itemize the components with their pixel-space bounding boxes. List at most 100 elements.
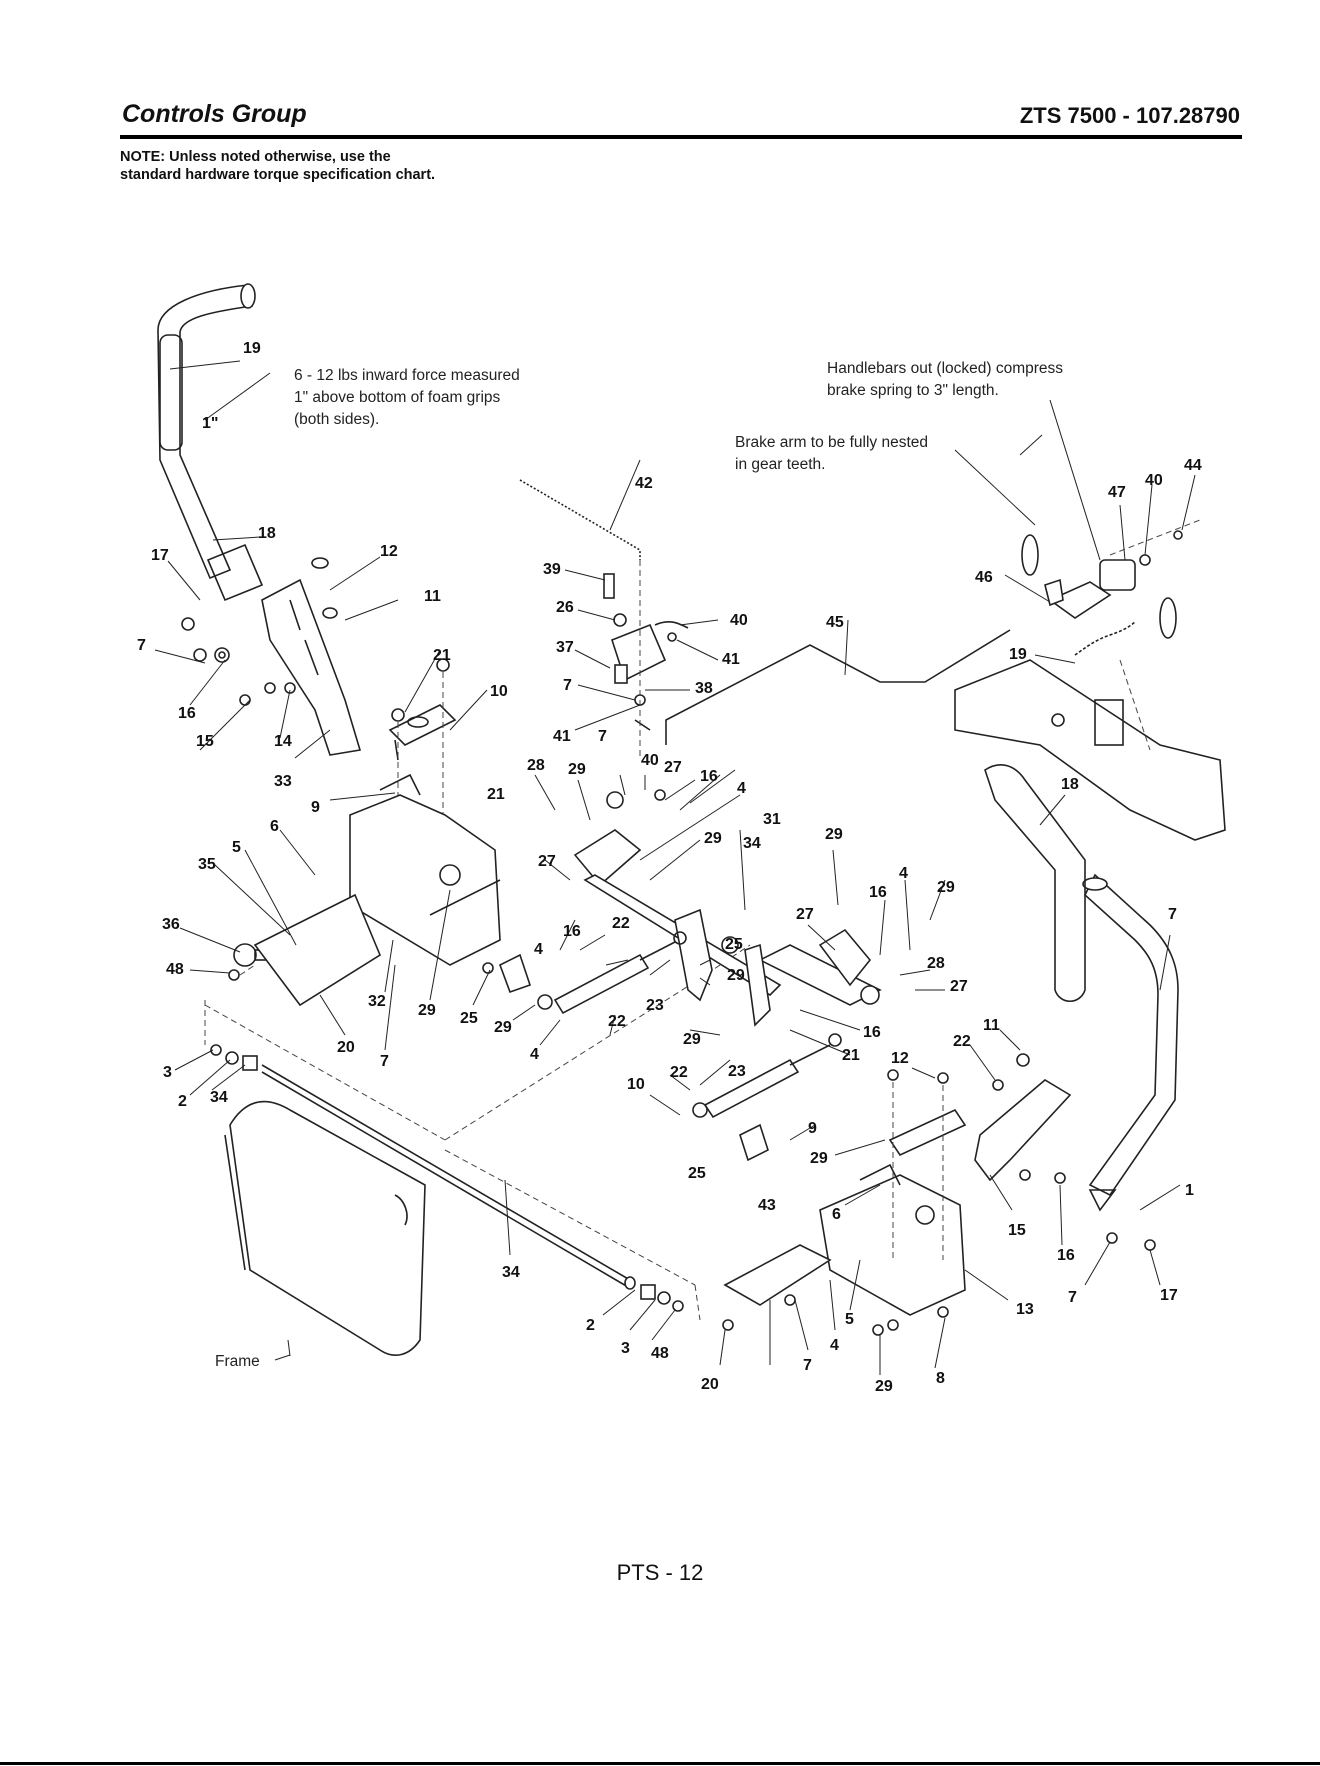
- callout-label: 17: [1160, 1287, 1178, 1304]
- callout-label: 4: [737, 780, 746, 797]
- left-cover-plate: [253, 893, 381, 1007]
- callout-label: 1: [1185, 1182, 1194, 1199]
- callout-label: 36: [162, 916, 180, 933]
- callout-label: 22: [612, 915, 630, 932]
- lower-right-mount-plate: [887, 1069, 967, 1260]
- left-handlebar: [157, 283, 264, 602]
- handlebar-note-line1: Handlebars out (locked) compress: [827, 360, 1063, 377]
- callout-label: 31: [763, 811, 781, 828]
- callout-label: 7: [598, 728, 607, 745]
- callout-label: 25: [460, 1010, 478, 1027]
- left-rod-hardware: [210, 1044, 258, 1071]
- center-upper-hardware: [603, 560, 689, 760]
- callout-label: 23: [728, 1063, 746, 1080]
- callout-label: 26: [556, 599, 574, 616]
- force-note-line2: 1" above bottom of foam grips: [294, 389, 501, 406]
- callout-label: 40: [1145, 472, 1163, 489]
- callout-label: 15: [196, 733, 214, 750]
- callout-label: 5: [232, 839, 241, 856]
- callout-label: 28: [527, 757, 545, 774]
- callout-label: 15: [1008, 1222, 1026, 1239]
- brake-note-line2: in gear teeth.: [735, 456, 825, 473]
- callout-label: 22: [670, 1064, 688, 1081]
- handlebar-note-line2: brake spring to 3" length.: [827, 382, 999, 399]
- callout-label: 16: [869, 884, 887, 901]
- callout-label: 29: [494, 1019, 512, 1036]
- callout-label: 29: [704, 830, 722, 847]
- callout-label: 12: [891, 1050, 909, 1067]
- right-rod-hardware: [640, 1284, 684, 1312]
- callout-label: 7: [1168, 906, 1177, 923]
- callout-leaders: [154, 360, 1196, 1375]
- callout-label: 7: [137, 637, 146, 654]
- callout-label: 27: [664, 759, 682, 776]
- brake-spring-assembly: [1021, 519, 1201, 751]
- callout-label: 35: [198, 856, 216, 873]
- upper-left-mount-plate: [388, 658, 457, 860]
- assembly-notes: 6 - 12 lbs inward force measured 1" abov…: [202, 360, 1063, 1370]
- callout-label: 16: [563, 923, 581, 940]
- brake-cable: [519, 479, 641, 560]
- callout-label: 32: [368, 993, 386, 1010]
- callout-label: 7: [380, 1053, 389, 1070]
- callout-label: 43: [758, 1197, 776, 1214]
- brake-rod: [665, 629, 1011, 745]
- callout-label: 46: [975, 569, 993, 586]
- callout-label: 45: [826, 614, 844, 631]
- force-note-line3: (both sides).: [294, 411, 379, 428]
- callout-label: 16: [700, 768, 718, 785]
- callout-label: 42: [635, 475, 653, 492]
- torque-note: NOTE: Unless noted otherwise, use the st…: [120, 149, 436, 183]
- callout-label: 20: [701, 1376, 719, 1393]
- callout-label: 7: [803, 1357, 812, 1374]
- callout-label: 16: [178, 705, 196, 722]
- callout-label: 39: [543, 561, 561, 578]
- lower-right-hardware: [722, 1053, 1156, 1336]
- callout-label: 7: [563, 677, 572, 694]
- callout-label: 27: [796, 906, 814, 923]
- callout-label: 44: [1184, 457, 1202, 474]
- callout-label: 10: [627, 1076, 645, 1093]
- callout-label: 29: [937, 879, 955, 896]
- upper-gas-spring-bracket: [482, 953, 532, 994]
- callout-label: 40: [730, 612, 748, 629]
- callout-label: 34: [743, 835, 761, 852]
- callout-label: 48: [651, 1345, 669, 1362]
- callout-label: 23: [646, 997, 664, 1014]
- callout-label: 7: [1068, 1289, 1077, 1306]
- foam-grip: [984, 764, 1086, 1003]
- callout-label: 47: [1108, 484, 1126, 501]
- page-title: Controls Group: [122, 100, 307, 128]
- callout-label: 29: [727, 967, 745, 984]
- callout-label: 5: [845, 1311, 854, 1328]
- lower-gas-spring: [692, 1033, 842, 1162]
- callout-label: 29: [418, 1002, 436, 1019]
- callout-label: 19: [1009, 646, 1027, 663]
- center-brake-bracket: [573, 789, 782, 1002]
- callout-label: 21: [433, 647, 451, 664]
- left-control-housing: [349, 773, 501, 966]
- callout-label: 14: [274, 733, 292, 750]
- callout-label: 17: [151, 547, 169, 564]
- force-note-line1: 6 - 12 lbs inward force measured: [294, 367, 520, 384]
- callout-label: 25: [688, 1165, 706, 1182]
- frame-cover: [224, 1100, 426, 1356]
- callout-label: 6: [832, 1206, 841, 1223]
- callout-label: 29: [568, 761, 586, 778]
- callout-label: 25: [725, 936, 743, 953]
- callout-label: 11: [983, 1017, 1000, 1034]
- upper-gas-spring: [537, 931, 687, 1015]
- callout-label: 4: [530, 1046, 539, 1063]
- page-number: PTS - 12: [616, 1560, 704, 1585]
- right-frame-bracket: [954, 659, 1226, 841]
- callout-label: 27: [538, 853, 556, 870]
- callout-label: 48: [166, 961, 184, 978]
- callout-label: 9: [808, 1120, 817, 1137]
- callout-label: 34: [502, 1264, 520, 1281]
- callout-label: 8: [936, 1370, 945, 1387]
- callout-label: 40: [641, 752, 659, 769]
- grip-dimension-label: 1": [202, 415, 218, 432]
- callout-label: 4: [830, 1337, 839, 1354]
- callout-label: 22: [608, 1013, 626, 1030]
